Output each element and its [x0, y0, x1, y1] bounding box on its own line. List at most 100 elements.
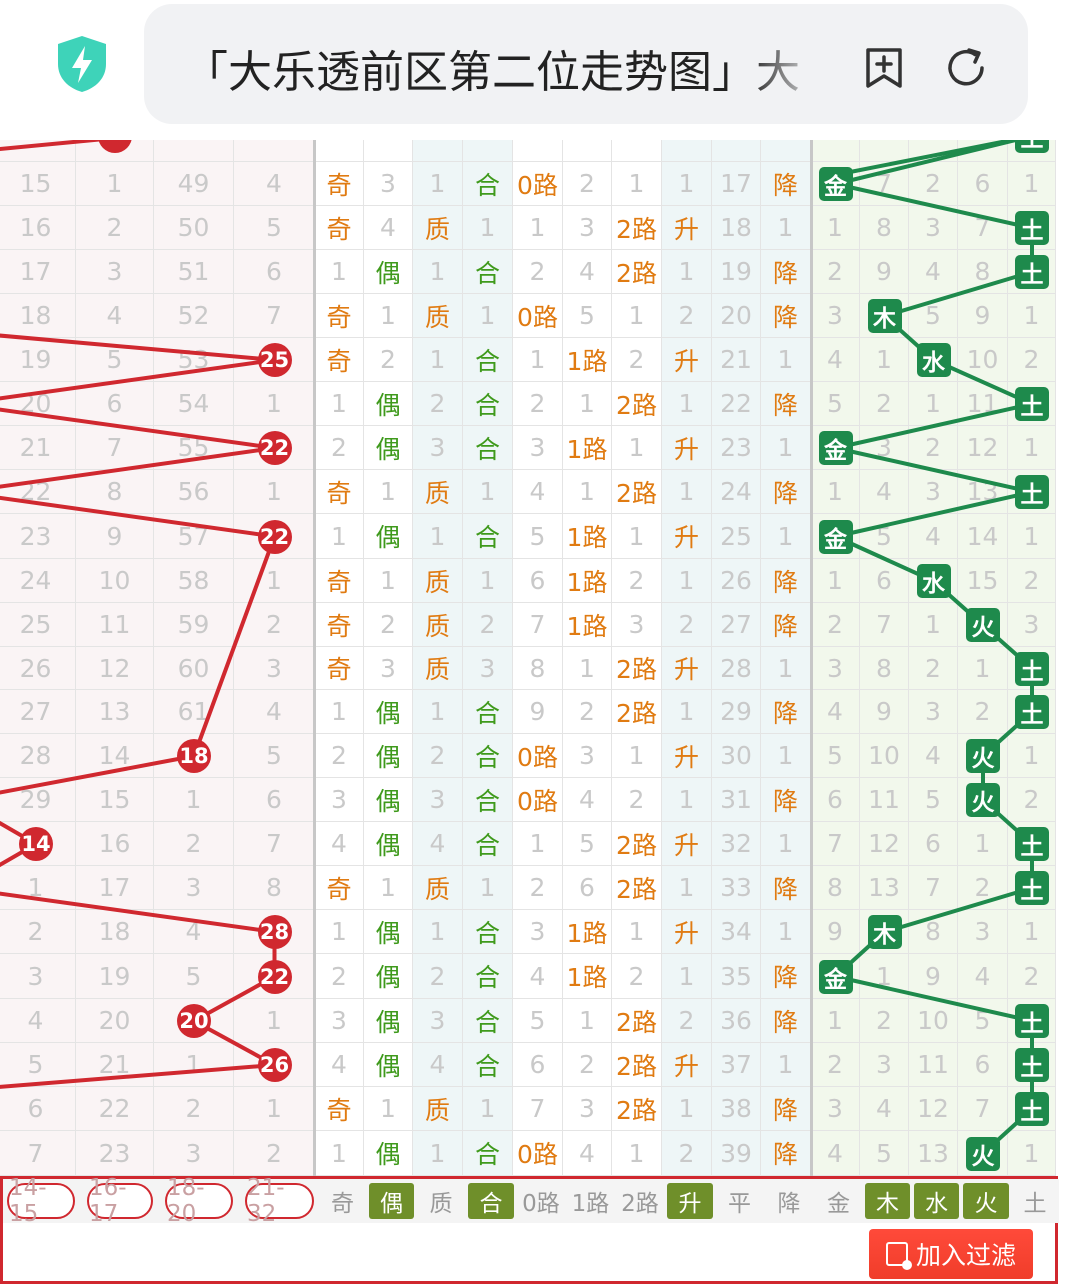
table-cell: 21 [712, 338, 761, 382]
table-cell: 1 [761, 338, 811, 382]
trend-segment [835, 490, 1033, 539]
table-cell: 0路 [513, 294, 563, 338]
refresh-icon[interactable] [942, 44, 990, 92]
table-cell: 合 [463, 734, 513, 778]
table-cell: 7 [234, 294, 315, 338]
address-bar[interactable]: 「大乐透前区第二位走势图」大 [144, 4, 1028, 124]
table-cell: 奇 [315, 559, 364, 603]
table-cell: 3 [413, 778, 463, 822]
table-cell: 35 [712, 954, 761, 999]
trend-segment [0, 1063, 275, 1089]
table-cell: 2 [612, 778, 662, 822]
table-cell: 1 [413, 910, 463, 954]
filter-option[interactable]: 1路 [571, 1191, 610, 1217]
table-cell: 1 [1008, 1131, 1056, 1176]
table-cell: 5 [234, 734, 315, 778]
page-title[interactable]: 「大乐透前区第二位走势图」大 [184, 47, 800, 98]
table-cell: 降 [761, 866, 811, 910]
filter-option[interactable]: 火 [963, 1183, 1009, 1219]
table-cell: 1 [662, 382, 712, 426]
table-cell: 11 [76, 603, 154, 647]
table-cell: 合 [463, 910, 513, 954]
element-marker: 水 [916, 564, 951, 598]
number-ball: 25 [257, 343, 292, 377]
table-cell: 19 [76, 954, 154, 999]
filter-option[interactable]: 平 [728, 1191, 751, 1217]
filter-option[interactable]: 水 [914, 1183, 959, 1219]
browser-top-bar: 「大乐透前区第二位走势图」大 [0, 0, 1080, 140]
table-cell: 6 [0, 1087, 76, 1131]
table-cell: 1 [413, 690, 463, 734]
table-cell: 11 [909, 1043, 958, 1087]
table-cell: 25 [712, 514, 761, 559]
filter-option[interactable]: 偶 [369, 1183, 414, 1219]
element-marker: 金 [818, 959, 853, 994]
table-cell: 1路 [563, 954, 612, 999]
table-cell: 质 [413, 294, 463, 338]
add-filter-button[interactable]: 加入过滤 [869, 1229, 1033, 1279]
table-cell: 降 [761, 603, 811, 647]
table-cell: 7 [234, 822, 315, 866]
table-cell: 1 [463, 866, 513, 910]
filter-option[interactable]: 2路 [621, 1191, 659, 1217]
element-marker: 土 [1015, 211, 1049, 245]
table-cell: 质 [413, 206, 463, 250]
filter-option[interactable]: 21-32 [245, 1175, 314, 1227]
filter-option[interactable]: 金 [827, 1191, 850, 1217]
table-cell: 2路 [612, 647, 662, 690]
filter-option[interactable]: 降 [777, 1191, 801, 1217]
table-cell: 5 [958, 999, 1008, 1043]
filter-option[interactable]: 奇 [331, 1191, 354, 1217]
table-cell: 13 [909, 1131, 958, 1176]
table-cell: 1 [860, 338, 909, 382]
table-cell: 质 [413, 470, 463, 514]
table-cell: 1 [154, 778, 234, 822]
filter-option[interactable]: 升 [667, 1183, 713, 1219]
table-cell: 1 [563, 470, 612, 514]
filter-option[interactable]: 18-20 [165, 1175, 233, 1227]
table-cell: 5 [513, 514, 563, 559]
table-cell: 升 [662, 734, 712, 778]
table-cell: 2 [413, 382, 463, 426]
table-cell: 升 [662, 514, 712, 559]
table-cell: 2 [154, 1087, 234, 1131]
filter-option[interactable]: 16-17 [87, 1175, 153, 1227]
table-cell: 6 [234, 250, 315, 294]
table-cell: 4 [958, 954, 1008, 999]
table-cell: 22 [76, 1087, 154, 1131]
table-cell: 11 [860, 778, 909, 822]
table-cell: 4 [563, 1131, 612, 1176]
column-separator [313, 140, 316, 1176]
table-cell: 合 [463, 690, 513, 734]
number-ball: 22 [257, 959, 292, 994]
table-cell: 6 [234, 778, 315, 822]
table-cell: 1 [958, 647, 1008, 690]
element-marker: 土 [1015, 827, 1049, 861]
filter-option[interactable]: 木 [865, 1183, 910, 1219]
trend-segment [883, 270, 1033, 318]
bookmark-add-icon[interactable] [860, 44, 908, 92]
table-cell: 4 [909, 734, 958, 778]
table-cell: 23 [0, 514, 76, 559]
filter-option[interactable]: 0路 [522, 1191, 560, 1217]
filter-option[interactable]: 质 [429, 1191, 453, 1217]
filter-add-icon [885, 1242, 912, 1270]
filter-option[interactable]: 14-15 [7, 1175, 75, 1227]
table-cell: 9 [811, 910, 860, 954]
filter-option[interactable]: 合 [468, 1183, 514, 1219]
table-cell: 7 [76, 426, 154, 470]
table-cell: 1 [1008, 734, 1056, 778]
table-cell: 奇 [315, 338, 364, 382]
table-cell: 1 [612, 734, 662, 778]
table-cell: 6 [513, 559, 563, 603]
element-marker: 金 [818, 167, 853, 201]
table-cell: 偶 [364, 382, 413, 426]
shield-bolt-icon[interactable] [54, 34, 110, 94]
table-cell: 质 [413, 647, 463, 690]
filter-option[interactable]: 土 [1023, 1191, 1047, 1217]
table-cell: 4 [234, 162, 315, 206]
